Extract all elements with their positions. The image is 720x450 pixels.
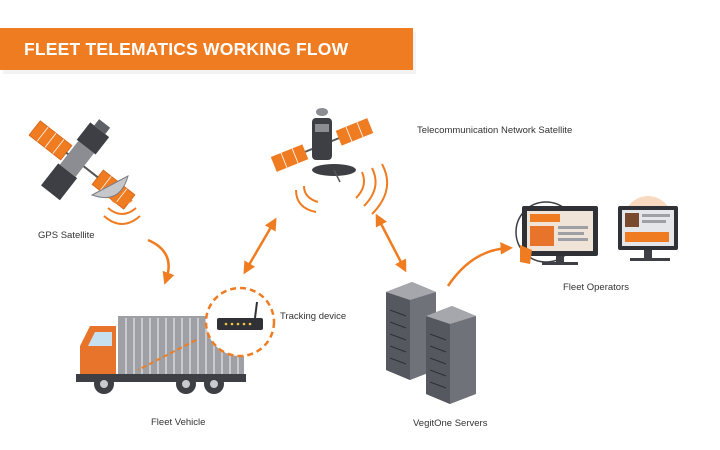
arrow-vehicle-satellite: [243, 217, 277, 275]
servers-label: VegitOne Servers: [413, 418, 488, 429]
gps-satellite-icon: [28, 119, 141, 225]
tracking-device-icon: [137, 286, 276, 371]
fleet-operators-label: Fleet Operators: [563, 282, 629, 293]
telecom-satellite-icon: [270, 108, 389, 215]
fleet-vehicle-label: Fleet Vehicle: [151, 417, 206, 428]
server-rack-icon: [426, 306, 476, 404]
title-banner: FLEET TELEMATICS WORKING FLOW CHART: [0, 28, 413, 101]
server-rack-icon: [386, 282, 436, 380]
tracking-device-label: Tracking device: [280, 311, 347, 322]
arrow-gps-to-vehicle: [147, 238, 175, 285]
operator-workstation-icon: [515, 196, 678, 265]
arrow-servers-to-operators: [446, 242, 513, 287]
telecom-satellite-label: Telecommunication Network Satellite: [417, 125, 573, 136]
gps-satellite-label: GPS Satellite: [38, 230, 95, 241]
arrow-satellite-servers: [375, 213, 407, 273]
